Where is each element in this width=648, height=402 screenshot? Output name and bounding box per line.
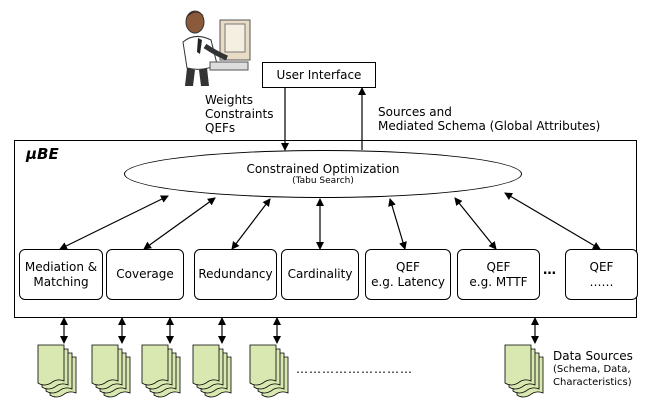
module-connector (454, 197, 497, 250)
document-stack-icon (504, 344, 544, 398)
module-label: Cardinality (287, 267, 353, 281)
module-label: Coverage (116, 267, 174, 281)
inputs-weights: Weights (205, 93, 254, 107)
data-sources-line-3: Characteristics) (553, 377, 632, 388)
outputs-label: Sources and Mediated Schema (Global Attr… (378, 105, 600, 133)
user-interface-box: User Interface (262, 62, 376, 88)
system-name: μBE (26, 145, 59, 163)
system-boundary (14, 140, 637, 318)
module-coverage: Coverage (106, 249, 184, 300)
user-interface-label: User Interface (276, 68, 362, 82)
modules-ellipsis: … (543, 263, 556, 278)
module-qef-mttf: QEF e.g. MTTF (457, 249, 540, 300)
document-stack-icon (37, 344, 77, 398)
module-qef-more: QEF …… (565, 249, 638, 300)
module-label: e.g. Latency (371, 274, 445, 289)
module-connector (388, 198, 407, 250)
outputs-line-2: Mediated Schema (Global Attributes) (378, 119, 601, 133)
document-stack-icon (141, 344, 181, 398)
optimizer-subtitle: (Tabu Search) (292, 176, 354, 186)
module-label: …… (589, 274, 614, 289)
module-redundancy: Redundancy (194, 249, 277, 300)
module-label: QEF (396, 259, 420, 274)
document-stack-icon (91, 344, 131, 398)
module-label: Matching (33, 274, 89, 289)
module-label: Mediation & (24, 259, 98, 274)
outputs-line-1: Sources and (378, 105, 452, 119)
module-connector (143, 197, 216, 250)
document-stack-icon (192, 344, 232, 398)
person-at-computer-icon (182, 10, 251, 86)
document-stack-icon (249, 344, 289, 398)
inputs-qefs: QEFs (205, 121, 236, 135)
module-mediation-matching: Mediation & Matching (19, 249, 103, 300)
module-cardinality: Cardinality (281, 249, 359, 300)
module-label: Redundancy (198, 267, 273, 281)
module-label: QEF (589, 259, 614, 274)
module-connector (504, 192, 601, 250)
data-sources-label: Data Sources (Schema, Data, Characterist… (553, 350, 633, 389)
module-connector (231, 198, 271, 250)
module-qef-latency: QEF e.g. Latency (365, 249, 451, 300)
module-label: QEF (486, 259, 511, 274)
optimizer-title: Constrained Optimization (246, 162, 400, 176)
inputs-constraints: Constraints (205, 107, 274, 121)
inputs-label: Weights Constraints QEFs (205, 93, 273, 135)
module-label: e.g. MTTF (469, 274, 528, 289)
data-sources-title: Data Sources (553, 349, 633, 363)
optimizer-ellipse: Constrained Optimization (Tabu Search) (124, 150, 522, 198)
data-sources-line-2: (Schema, Data, (553, 364, 631, 375)
sources-ellipsis: ……………………… (296, 362, 413, 376)
